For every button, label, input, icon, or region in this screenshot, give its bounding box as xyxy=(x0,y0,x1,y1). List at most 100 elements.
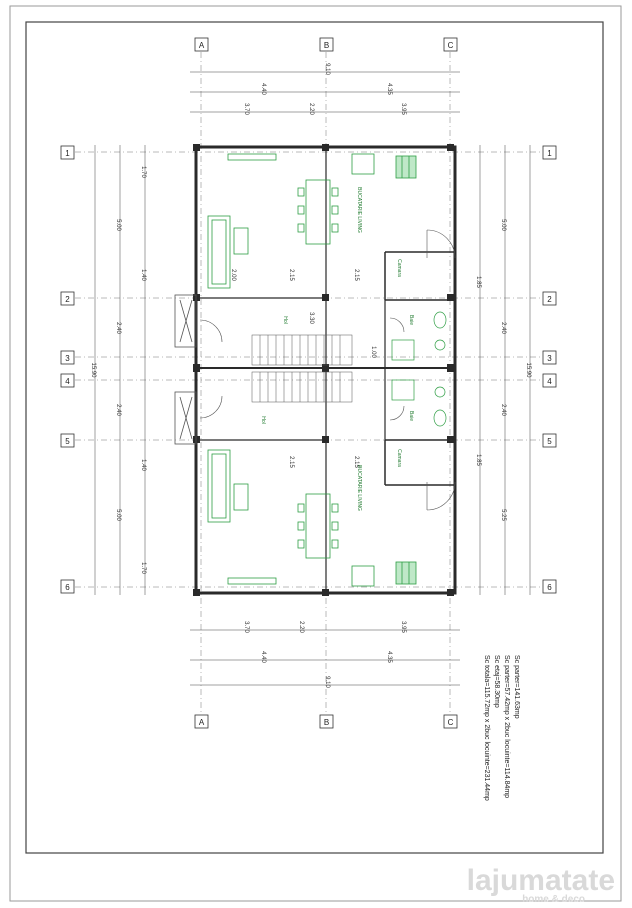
furniture-top-unit xyxy=(207,153,417,289)
room-label-living-bottom: BUCATARIE LIVING xyxy=(356,465,362,511)
grid-bubble-3-right: 3 xyxy=(542,350,557,365)
svg-text:home & deco: home & deco xyxy=(522,894,585,905)
grid-axes xyxy=(75,52,548,722)
staircase-top xyxy=(251,334,353,366)
dim-left-s3: 1.40 xyxy=(140,459,146,471)
dim-right-2: 2.40 xyxy=(500,322,506,334)
dim-left-total: 15.90 xyxy=(90,362,96,378)
room-label-storage-top: Camara xyxy=(396,259,402,277)
svg-text:4: 4 xyxy=(547,377,552,386)
dim-right-s2: 1.85 xyxy=(475,454,481,466)
dim-left-s4: 1.70 xyxy=(140,562,146,574)
svg-text:3: 3 xyxy=(65,354,70,363)
door-swings xyxy=(199,229,456,511)
area-notes: Sc parter=141.63mp Sc parter=57.42mp x 2… xyxy=(483,655,520,801)
bathroom-fixtures xyxy=(391,311,447,427)
grid-bubble-5-right: 5 xyxy=(542,433,557,448)
dim-top-a: 4.40 xyxy=(260,83,266,95)
grid-bubble-b-bottom: B xyxy=(319,714,334,729)
grid-bubble-6-right: 6 xyxy=(542,579,557,594)
dim-bottom-b2: 3.95 xyxy=(400,621,406,633)
dim-left-3: 2.40 xyxy=(115,404,121,416)
inner-frame xyxy=(25,21,604,854)
dim-inner-5: 3.30 xyxy=(308,312,314,324)
dim-left-1: 5.00 xyxy=(115,219,121,231)
dim-top-a2: 3.70 xyxy=(243,103,249,115)
dim-left-4: 5.00 xyxy=(115,509,121,521)
room-label-living-top: BUCATARIE LIVING xyxy=(356,187,362,233)
dim-inner-1: 2.15 xyxy=(288,269,294,281)
svg-text:2: 2 xyxy=(547,295,552,304)
svg-text:B: B xyxy=(324,41,329,50)
grid-bubble-a-bottom: A xyxy=(194,714,209,729)
dim-right-4: 5.25 xyxy=(500,509,506,521)
grid-bubble-2-right: 2 xyxy=(542,291,557,306)
svg-text:C: C xyxy=(448,41,454,50)
grid-bubble-2-left: 2 xyxy=(60,291,75,306)
grid-bubble-6-left: 6 xyxy=(60,579,75,594)
staircase-bottom xyxy=(251,371,353,403)
svg-text:4: 4 xyxy=(65,377,70,386)
note-line-2: Sc parter=57.42mp x 2buc locuinte=114.84… xyxy=(503,655,510,798)
entrance-porches xyxy=(174,294,197,445)
dim-top-total: 9.10 xyxy=(324,63,330,75)
grid-bubble-4-right: 4 xyxy=(542,373,557,388)
dim-inner-2: 2.15 xyxy=(353,269,359,281)
outer-frame xyxy=(9,5,622,902)
dim-left-s2: 1.40 xyxy=(140,269,146,281)
furniture-bottom-unit xyxy=(207,449,417,587)
dim-right-3: 2.40 xyxy=(500,404,506,416)
grid-bubble-4-left: 4 xyxy=(60,373,75,388)
room-label-bath-top: Baie xyxy=(408,315,414,325)
room-label-hall-top: Hol xyxy=(282,316,288,324)
grid-bubble-c-bottom: C xyxy=(443,714,458,729)
watermark-logo: lajumatate home & deco xyxy=(467,864,615,905)
note-line-4: Sc totala=115.72mp x 2buc locuinte=231.4… xyxy=(483,655,490,801)
grid-bubble-1-right: 1 xyxy=(542,145,557,160)
grid-bubble-a-top: A xyxy=(194,37,209,52)
svg-text:1: 1 xyxy=(65,149,70,158)
dim-right-s1: 1.85 xyxy=(475,276,481,288)
grid-bubble-5-left: 5 xyxy=(60,433,75,448)
dim-bottom-a2: 3.70 xyxy=(243,621,249,633)
svg-text:C: C xyxy=(448,718,454,727)
dim-top-mid: 2.20 xyxy=(308,103,314,115)
dim-left-2: 2.40 xyxy=(115,322,121,334)
svg-text:B: B xyxy=(324,718,329,727)
svg-text:A: A xyxy=(199,41,205,50)
dim-inner-3: 2.15 xyxy=(288,456,294,468)
dim-inner-6: 2.00 xyxy=(230,269,236,281)
dimension-lines xyxy=(94,71,531,686)
dim-right-total: 15.90 xyxy=(525,362,531,378)
svg-text:1: 1 xyxy=(547,149,552,158)
room-label-hall-bottom: Hol xyxy=(260,416,266,424)
dim-inner-7: 1.00 xyxy=(370,346,376,358)
dim-inner-4: 2.15 xyxy=(353,456,359,468)
svg-text:5: 5 xyxy=(65,437,70,446)
grid-bubble-c-top: C xyxy=(443,37,458,52)
dim-right-1: 5.00 xyxy=(500,219,506,231)
dim-left-s1: 1.70 xyxy=(140,166,146,178)
dim-bottom-b: 4.35 xyxy=(386,651,392,663)
dim-bottom-total: 9.10 xyxy=(324,676,330,688)
svg-text:3: 3 xyxy=(547,354,552,363)
grid-bubble-1-left: 1 xyxy=(60,145,75,160)
svg-text:lajumatate: lajumatate xyxy=(467,864,615,897)
dim-bottom-mid: 2.20 xyxy=(298,621,304,633)
note-line-3: Sc etaj=58.30mp xyxy=(493,655,500,708)
dim-bottom-a: 4.40 xyxy=(260,651,266,663)
svg-text:5: 5 xyxy=(547,437,552,446)
dim-top-b: 4.35 xyxy=(386,83,392,95)
svg-text:2: 2 xyxy=(65,295,70,304)
svg-text:A: A xyxy=(199,718,205,727)
room-label-bath-bottom: Baie xyxy=(408,411,414,421)
grid-bubble-3-left: 3 xyxy=(60,350,75,365)
room-label-storage-bottom: Camara xyxy=(396,449,402,467)
svg-text:6: 6 xyxy=(547,583,552,592)
structural-columns xyxy=(193,144,454,596)
note-line-1: Sc parter=141.63mp xyxy=(513,655,520,719)
grid-bubble-b-top: B xyxy=(319,37,334,52)
svg-text:6: 6 xyxy=(65,583,70,592)
dim-top-b2: 3.95 xyxy=(400,103,406,115)
